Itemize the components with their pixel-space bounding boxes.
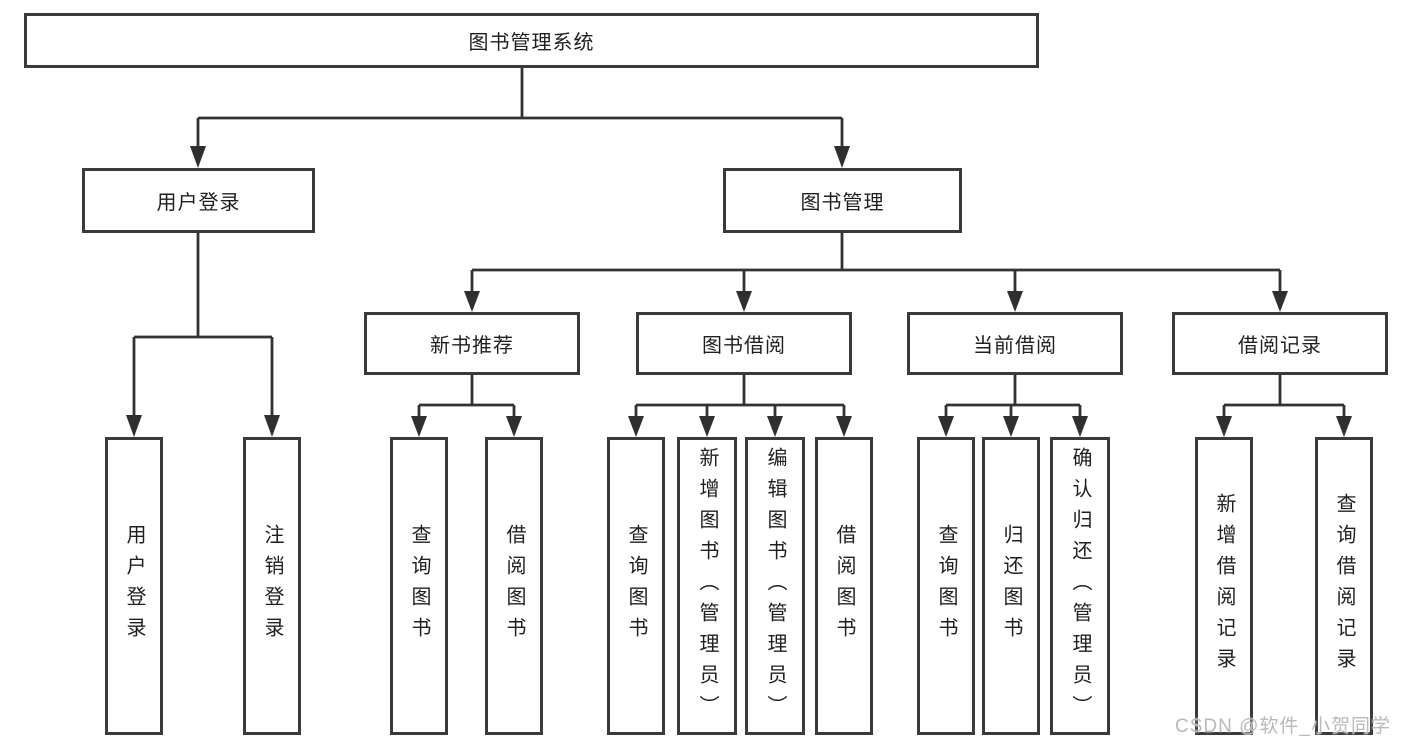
node-label: 新增图书（管理员） <box>696 446 718 726</box>
node-label: 图书管理系统 <box>468 32 595 54</box>
node-user-login: 用户登录 <box>82 168 315 233</box>
node-label: 用户登录 <box>123 524 145 648</box>
node-current-borrowing: 当前借阅 <box>907 312 1123 375</box>
node-library-management-system: 图书管理系统 <box>24 13 1039 68</box>
leaf-confirm-return-admin: 确认归还（管理员） <box>1050 437 1110 735</box>
leaf-query-books-borrow: 查询图书 <box>607 437 665 735</box>
leaf-borrow-books: 借阅图书 <box>815 437 873 735</box>
csdn-watermark: CSDN @软件_小贺同学 <box>1175 716 1391 737</box>
node-label: 新书推荐 <box>430 335 514 357</box>
node-label: 查询借阅记录 <box>1333 493 1355 679</box>
leaf-borrow-books-newbook: 借阅图书 <box>485 437 543 735</box>
arrowheads <box>126 146 1352 437</box>
node-label: 注销登录 <box>261 524 283 648</box>
node-label: 当前借阅 <box>973 335 1057 357</box>
node-label: 借阅图书 <box>503 524 525 648</box>
node-label: 借阅记录 <box>1238 335 1322 357</box>
node-label: 图书管理 <box>800 192 885 214</box>
node-label: 查询图书 <box>408 524 430 648</box>
node-book-management: 图书管理 <box>723 168 962 233</box>
leaf-query-books-current: 查询图书 <box>917 437 975 735</box>
node-label: 借阅图书 <box>833 524 855 648</box>
node-label: 归还图书 <box>1000 524 1022 648</box>
leaf-query-books-newbook: 查询图书 <box>390 437 448 735</box>
node-label: 编辑图书（管理员） <box>764 446 786 726</box>
leaf-query-borrow-record: 查询借阅记录 <box>1315 437 1373 735</box>
node-new-book-recommendation: 新书推荐 <box>364 312 580 375</box>
node-label: 查询图书 <box>935 524 957 648</box>
leaf-logout: 注销登录 <box>243 437 301 735</box>
leaf-user-login: 用户登录 <box>105 437 163 735</box>
node-label: 用户登录 <box>156 192 241 214</box>
node-borrowing-records: 借阅记录 <box>1172 312 1388 375</box>
node-label: 新增借阅记录 <box>1213 493 1235 679</box>
node-book-borrowing: 图书借阅 <box>636 312 852 375</box>
node-label: 确认归还（管理员） <box>1069 446 1091 726</box>
leaf-return-books: 归还图书 <box>982 437 1040 735</box>
leaf-add-borrow-record: 新增借阅记录 <box>1195 437 1253 735</box>
node-label: 查询图书 <box>625 524 647 648</box>
leaf-add-book-admin: 新增图书（管理员） <box>677 437 737 735</box>
leaf-edit-book-admin: 编辑图书（管理员） <box>745 437 805 735</box>
node-label: 图书借阅 <box>702 335 786 357</box>
